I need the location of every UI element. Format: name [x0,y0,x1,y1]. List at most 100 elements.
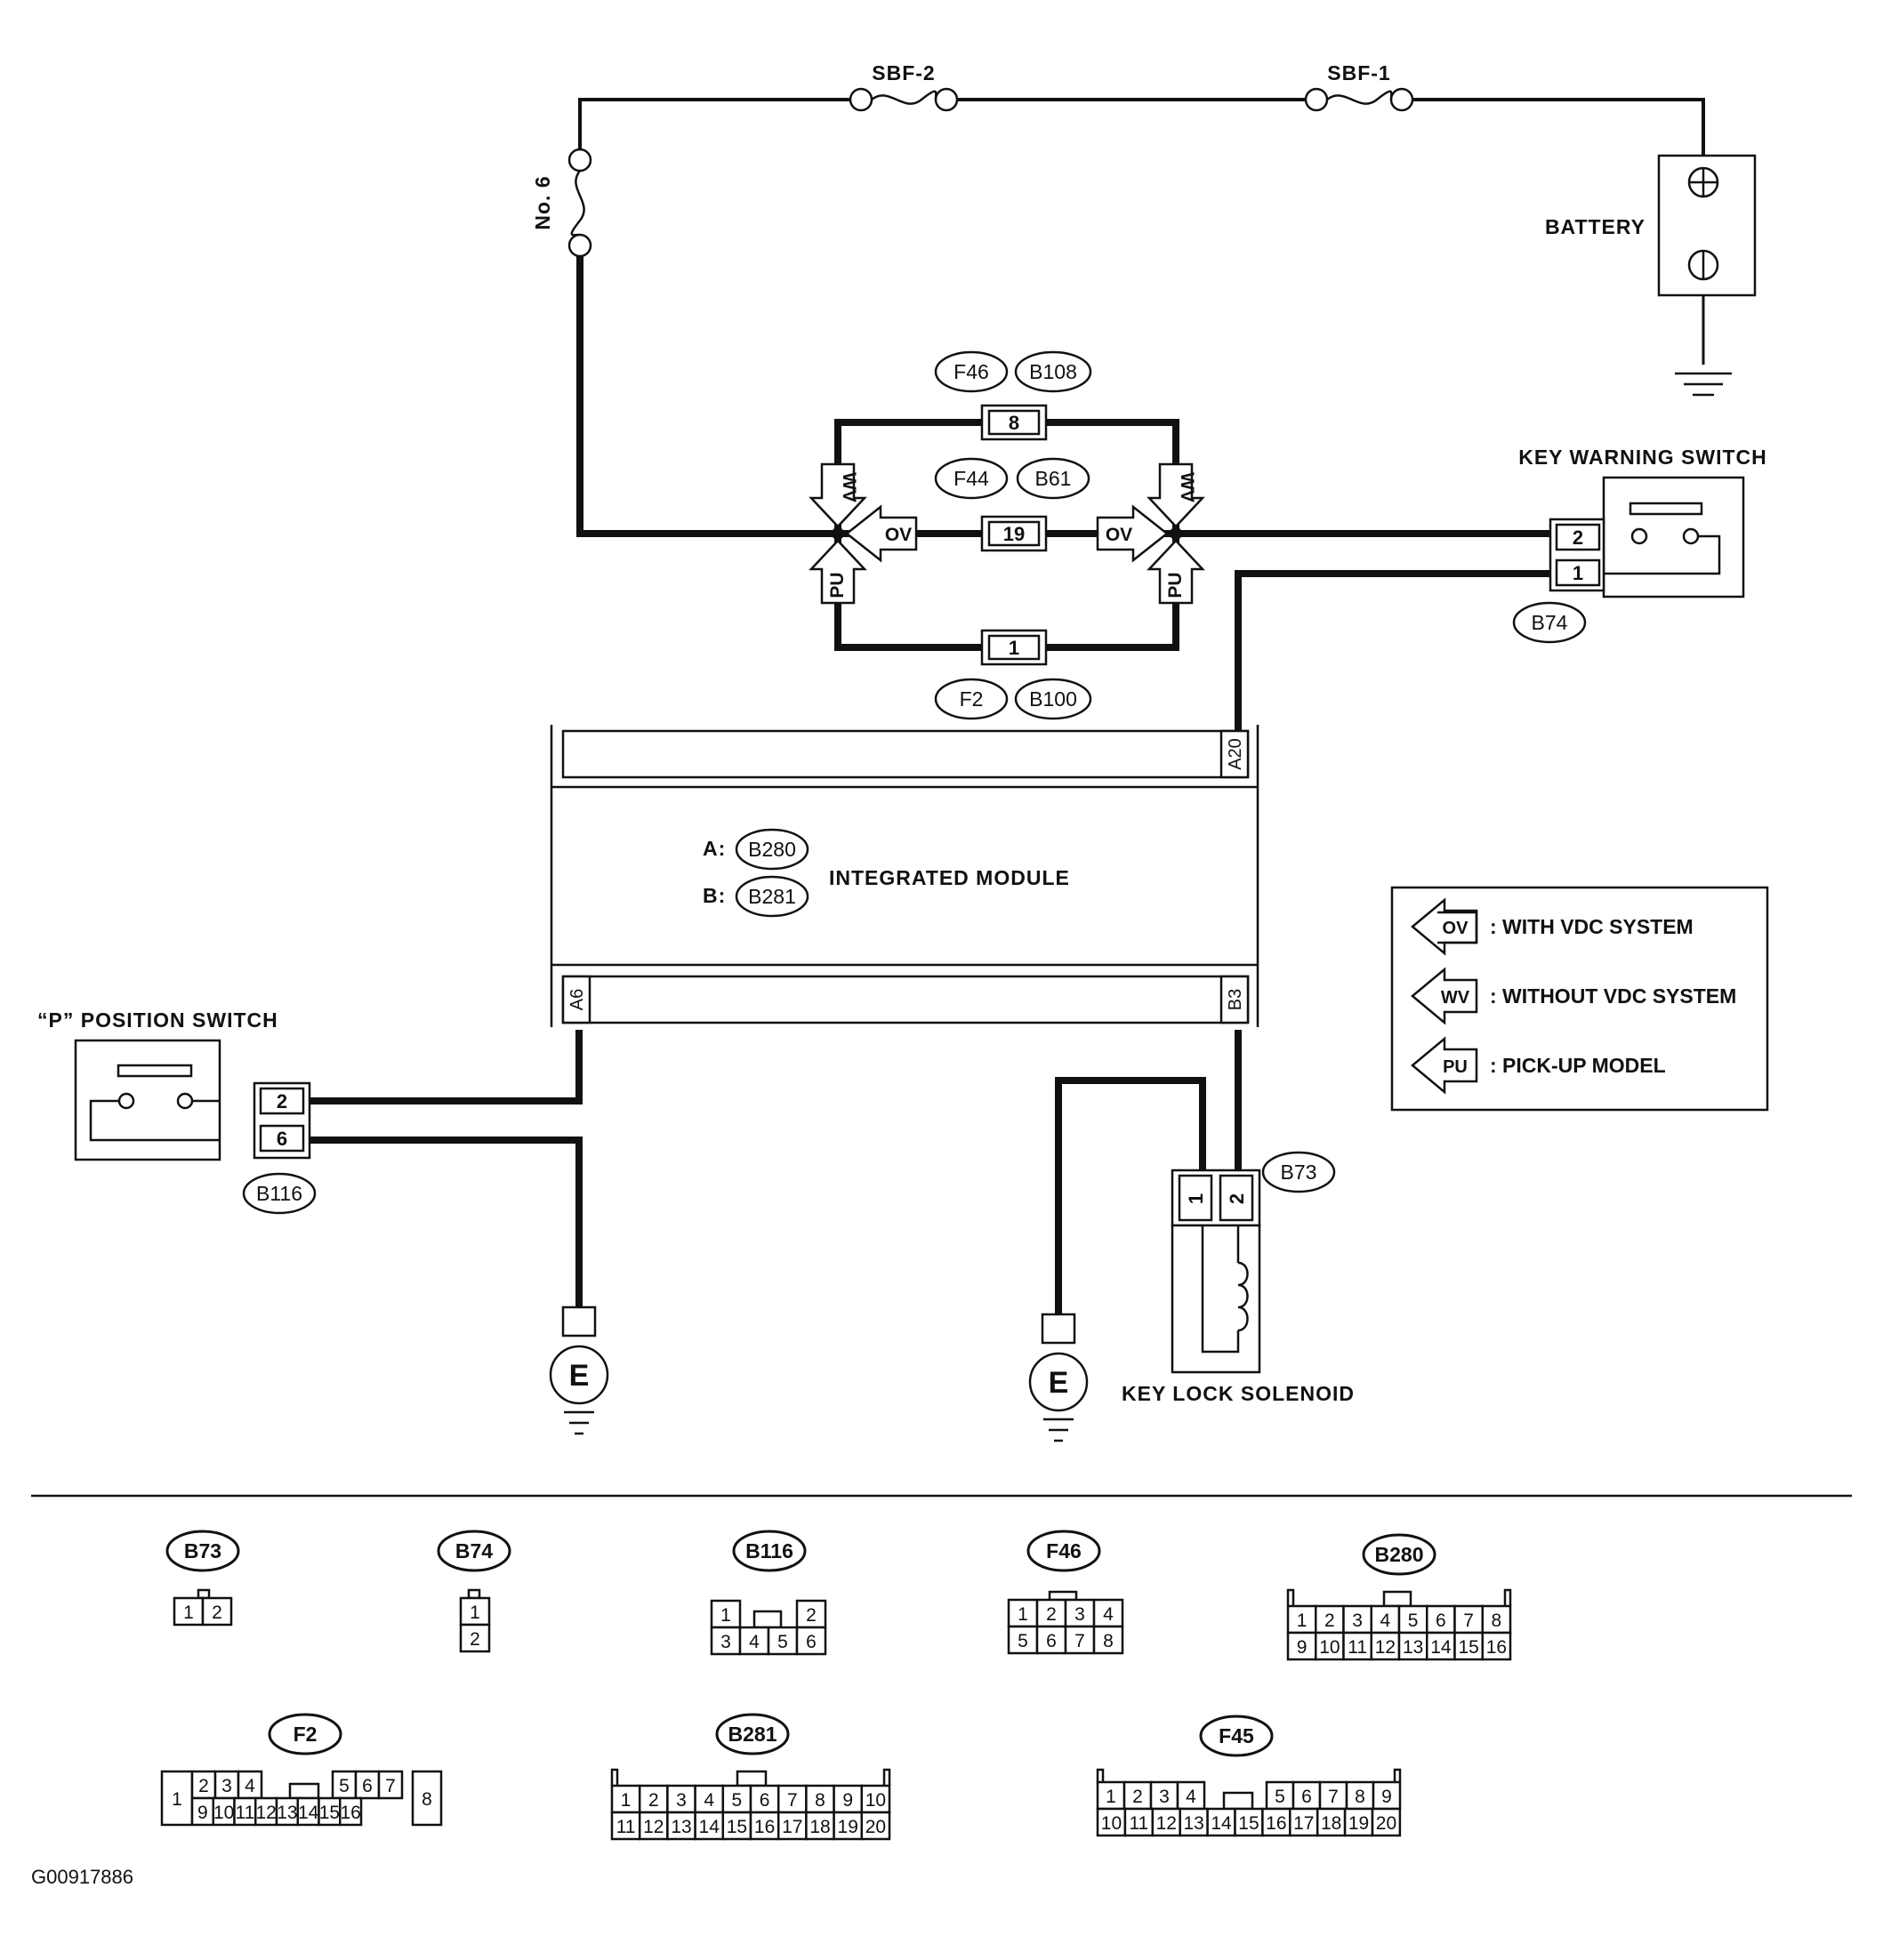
ground-right-label: E [1049,1366,1069,1400]
connector-view-b280-label: B280 [1375,1543,1424,1566]
f2-pin-4: 4 [245,1776,255,1796]
module-connector-b-prefix: B: [703,884,726,907]
arrow-right-pu-text: PU [1165,572,1186,598]
f45-pin-8: 8 [1355,1787,1365,1807]
solenoid-pin-1: 1 [1185,1193,1207,1204]
f2-pin-16: 16 [340,1803,360,1823]
f45-pin-15: 15 [1238,1813,1259,1834]
b281-pin-6: 6 [760,1790,770,1811]
f45-pin-13: 13 [1183,1813,1203,1834]
f45-pin-5: 5 [1275,1787,1285,1807]
ground-left: E [549,1305,609,1435]
junction-bottom-code-1: F2 [960,687,984,711]
f2-pin-13: 13 [277,1803,297,1823]
connector-view-b281-tag: B281 [715,1713,790,1755]
legend: OV : WITH VDC SYSTEM WV : WITHOUT VDC SY… [1390,886,1769,1112]
b280-pin-2: 2 [1324,1611,1335,1631]
b73-pin-1: 1 [183,1603,194,1623]
f2-pin-2: 2 [198,1776,209,1796]
key-warning-pin-2: 2 [1573,526,1583,549]
p-switch-pin-6: 6 [277,1128,287,1150]
key-warning-pin-1: 1 [1573,562,1583,584]
key-lock-solenoid: 1 2 B73 KEY LOCK SOLENOID [1122,1151,1354,1405]
p-position-switch: “P” POSITION SWITCH 2 6 B116 [37,1008,317,1215]
legend-ov-mark: OV [1443,919,1469,938]
ground-left-label: E [569,1359,590,1393]
terminal-a20: A20 [1226,738,1245,770]
junction-middle: F44 B61 19 [934,457,1090,552]
module-connector-b: B281 [748,885,796,908]
legend-wv-mark: WV [1441,988,1470,1008]
b280-pin-8: 8 [1492,1611,1502,1631]
junction-top-pin: 8 [1009,412,1019,434]
b280-pin-13: 13 [1403,1637,1423,1658]
arrow-left-pu-text: PU [827,572,848,598]
b116-pin-1: 1 [720,1605,731,1626]
b116-pin-5: 5 [777,1632,788,1652]
f45-pin-10: 10 [1101,1813,1122,1834]
junction-bottom-code-2: B100 [1029,687,1077,711]
b281-pin-17: 17 [782,1817,802,1837]
b280-pin-15: 15 [1458,1637,1478,1658]
arrow-marks-right: WV OV PU [1096,462,1205,605]
b280-pin-16: 16 [1486,1637,1507,1658]
b280-pin-4: 4 [1380,1611,1391,1631]
b281-pin-5: 5 [732,1790,743,1811]
f2-pin-5: 5 [339,1776,350,1796]
connector-view-b74-label: B74 [455,1539,493,1562]
module-connector-a-prefix: A: [703,837,726,860]
b280-pin-5: 5 [1408,1611,1419,1631]
connector-view-f2-label: F2 [294,1723,318,1746]
junction-middle-code-2: B61 [1035,467,1072,490]
junction-middle-pin: 19 [1003,523,1025,545]
b280-pin-10: 10 [1319,1637,1340,1658]
legend-pu-mark: PU [1443,1057,1468,1077]
b74-pin-2: 2 [470,1629,480,1650]
connector-view-b73-label: B73 [184,1539,221,1562]
b281-pin-20: 20 [865,1817,886,1837]
junction-top: F46 B108 8 [934,350,1092,441]
b281-pin-10: 10 [865,1790,886,1811]
arrow-right-wv-text: WV [1177,472,1197,502]
f2-pin-15: 15 [319,1803,340,1823]
b281-pin-8: 8 [815,1790,825,1811]
connector-view-b74-tag: B74 [437,1530,511,1572]
battery-label: BATTERY [1545,215,1646,238]
connector-view-f45-tag: F45 [1199,1715,1274,1757]
b281-pin-12: 12 [643,1817,664,1837]
legend-item-pu: PU : PICK-UP MODEL [1411,1036,1666,1095]
f45-pin-12: 12 [1156,1813,1177,1834]
f45-pin-4: 4 [1186,1787,1196,1807]
figure-code: G00917886 [31,1866,133,1888]
fuse-sbf2-label: SBF-2 [872,61,935,84]
b281-pin-7: 7 [787,1790,798,1811]
junction-bottom-pin: 1 [1009,637,1019,659]
b281-pin-2: 2 [648,1790,659,1811]
f2-pin-7: 7 [385,1776,396,1796]
key-warning-switch-label: KEY WARNING SWITCH [1518,446,1767,469]
fuse-sbf2: SBF-2 [849,61,959,112]
f2-pin-10: 10 [213,1803,234,1823]
f46-pin-3: 3 [1074,1604,1085,1625]
module-label: INTEGRATED MODULE [829,866,1070,889]
connector-view-f45-label: F45 [1219,1724,1254,1747]
arrow-left-wv-text: WV [839,472,859,502]
b281-pin-9: 9 [842,1790,853,1811]
f46-pin-4: 4 [1103,1604,1114,1625]
junction-dot-left [832,527,844,540]
f45-pin-14: 14 [1211,1813,1232,1834]
connector-view-f46-label: F46 [1046,1539,1082,1562]
b281-pin-4: 4 [704,1790,714,1811]
p-position-switch-label: “P” POSITION SWITCH [37,1008,278,1032]
b280-pin-11: 11 [1348,1637,1367,1658]
f2-pin-9: 9 [197,1803,208,1823]
f45-pin-17: 17 [1293,1813,1314,1834]
f45-pin-2: 2 [1132,1787,1143,1807]
f45-pin-1: 1 [1106,1787,1116,1807]
terminal-a6: A6 [567,989,587,1010]
junction-top-code-2: B108 [1029,360,1077,383]
legend-pu-text: : PICK-UP MODEL [1490,1054,1666,1077]
battery-ground-symbol [1675,372,1732,397]
b281-pin-1: 1 [621,1790,632,1811]
